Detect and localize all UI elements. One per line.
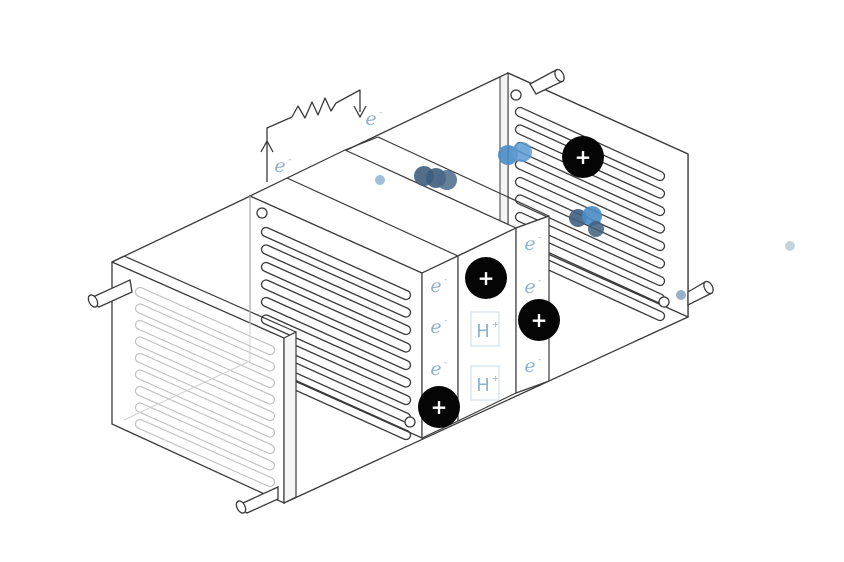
left-plate-flow-channels	[134, 286, 276, 488]
proton-charge: +	[492, 374, 499, 383]
resistor-zigzag-icon	[291, 97, 337, 119]
electron-charge: -	[538, 233, 541, 243]
right-top-pipe	[529, 68, 565, 95]
flow-channel	[514, 106, 666, 182]
flow-channel	[514, 159, 666, 234]
flow-channel	[134, 286, 276, 356]
plus-marker-label: +	[531, 308, 548, 332]
electron-label: e	[524, 276, 535, 298]
proton-label: H	[476, 321, 490, 342]
electron-label: e	[430, 275, 441, 297]
electron-labels: e-e-e-e-e-e-e-e-	[274, 108, 541, 380]
flow-channel	[134, 418, 276, 488]
flow-channel	[134, 303, 276, 372]
plus-circle-icon: +	[465, 257, 507, 299]
flow-channel	[260, 279, 412, 353]
positive-markers: + + + +	[418, 136, 604, 428]
electron-label: e	[430, 358, 441, 380]
flow-channel	[260, 244, 412, 318]
flow-channel	[260, 314, 412, 388]
middle-plate-port-bottom	[404, 416, 416, 428]
arrow-up-icon	[260, 139, 274, 153]
flow-channel	[134, 402, 276, 471]
flow-channel	[134, 336, 276, 405]
flow-channel	[134, 319, 276, 389]
right-end-plate	[499, 71, 689, 322]
plus-marker-label: +	[575, 145, 592, 169]
left-top-pipe	[87, 279, 133, 308]
proton-charge: +	[492, 320, 499, 329]
plus-marker-label: +	[431, 395, 448, 419]
left-bottom-pipe	[235, 485, 279, 514]
middle-plate-port-top	[256, 207, 268, 219]
flow-channel	[260, 226, 412, 301]
electron-charge: -	[538, 276, 541, 286]
electron-label: e	[365, 108, 376, 130]
flow-channel	[134, 369, 276, 438]
left-end-plate	[111, 196, 297, 505]
electron-charge: -	[288, 155, 291, 165]
flow-channel	[260, 261, 412, 336]
arrow-down-icon	[353, 105, 367, 119]
electron-label: e	[524, 233, 535, 255]
electron-label: e	[430, 316, 441, 338]
plus-circle-icon: +	[562, 136, 604, 178]
electron-charge: -	[444, 358, 447, 368]
electron-charge: -	[444, 275, 447, 285]
electron-charge: -	[379, 108, 382, 118]
flow-channel	[514, 176, 666, 252]
proton-box	[470, 311, 500, 347]
flow-channel	[134, 385, 276, 455]
electron-charge: -	[444, 316, 447, 326]
flow-channel	[134, 352, 276, 422]
right-plate-port-top	[510, 89, 522, 101]
proton-label: H	[476, 375, 490, 396]
flow-channel	[514, 124, 666, 199]
gas-particles	[375, 142, 795, 300]
flow-channel	[514, 211, 666, 287]
plus-marker-label: +	[478, 266, 495, 290]
proton-labels: H+H+	[470, 311, 500, 401]
flow-channel	[260, 296, 412, 371]
electron-label: e	[524, 355, 535, 377]
electron-charge: -	[538, 355, 541, 365]
electron-label: e	[274, 155, 285, 177]
plus-circle-icon: +	[518, 299, 560, 341]
proton-box	[470, 365, 500, 401]
right-bottom-pipe	[687, 280, 714, 307]
external-circuit	[266, 89, 361, 182]
plus-circle-icon: +	[418, 386, 460, 428]
right-plate-port-bottom	[658, 296, 670, 308]
